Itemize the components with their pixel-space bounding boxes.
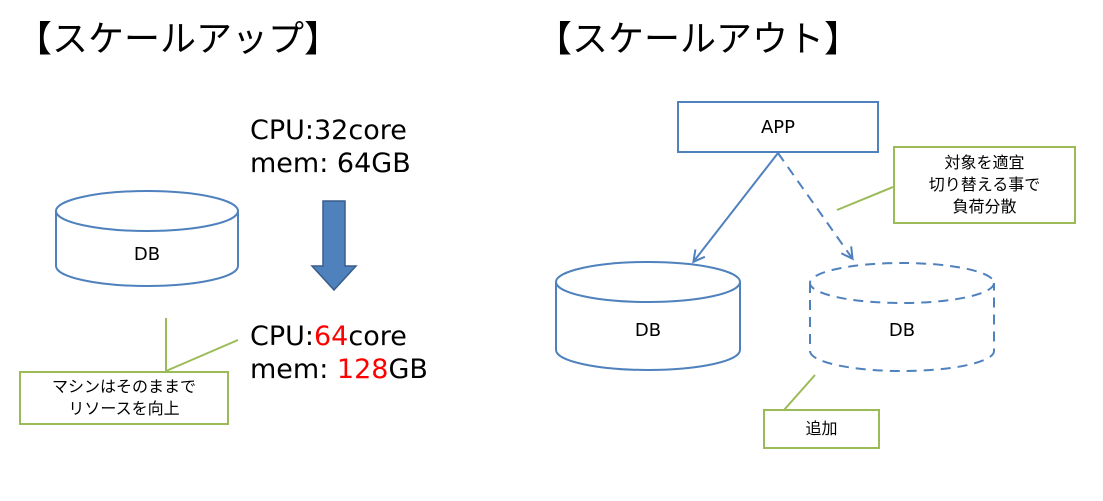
add-note-callout-line [783, 374, 816, 411]
spec-before-cpu-suffix: core [348, 115, 407, 146]
db-label-existing: DB [634, 320, 662, 341]
db-label-added: DB [888, 320, 916, 341]
scale-up-title: 【スケールアップ】 [16, 19, 341, 60]
arrow-app-to-db-added [777, 152, 852, 258]
spec-after-cpu: CPU:64core [250, 320, 428, 353]
spec-after-cpu-suffix: core [348, 321, 407, 352]
spec-after-mem-suffix: GB [388, 354, 428, 385]
spec-after-mem-value: 128 [336, 354, 389, 385]
db-cylinder-added [809, 262, 995, 372]
spec-after: CPU:64core mem: 128GB [250, 320, 428, 386]
spec-before-mem-prefix: mem: [250, 148, 337, 179]
db-cylinder-existing [555, 261, 741, 371]
switch-note: 対象を適宜 切り替える事で 負荷分散 [893, 146, 1076, 224]
switch-note-line-3: 負荷分散 [952, 197, 1017, 216]
spec-after-cpu-prefix: CPU: [250, 321, 314, 352]
spec-before-cpu-value: 32 [314, 115, 349, 146]
add-note: 追加 [763, 409, 880, 449]
scale-up-note-line-1: マシンはそのままで [51, 377, 196, 396]
switch-note-callout-line [836, 186, 894, 211]
switch-note-line-2: 切り替える事で [928, 175, 1041, 194]
arrow-app-to-db-existing [694, 152, 779, 261]
db-label-scale-up: DB [133, 244, 161, 265]
spec-after-cpu-value: 64 [314, 321, 349, 352]
spec-after-mem: mem: 128GB [250, 353, 428, 386]
scale-up-down-arrow [310, 200, 358, 292]
spec-before: CPU:32core mem: 64GB [250, 114, 411, 180]
spec-before-cpu-prefix: CPU: [250, 115, 314, 146]
switch-note-line-1: 対象を適宜 [944, 153, 1025, 172]
note-callout-line-spec [165, 339, 239, 372]
db-cylinder-scale-up [55, 190, 239, 287]
spec-before-mem: mem: 64GB [250, 147, 411, 180]
scale-up-note-line-2: リソースを向上 [68, 399, 180, 418]
spec-before-cpu: CPU:32core [250, 114, 411, 147]
spec-before-mem-suffix: GB [371, 148, 411, 179]
spec-before-mem-value: 64 [336, 148, 372, 179]
scale-out-title: 【スケールアウト】 [536, 19, 861, 60]
app-box: APP [677, 101, 879, 153]
scale-up-note: マシンはそのままで リソースを向上 [19, 371, 229, 425]
spec-after-mem-prefix: mem: [250, 354, 337, 385]
